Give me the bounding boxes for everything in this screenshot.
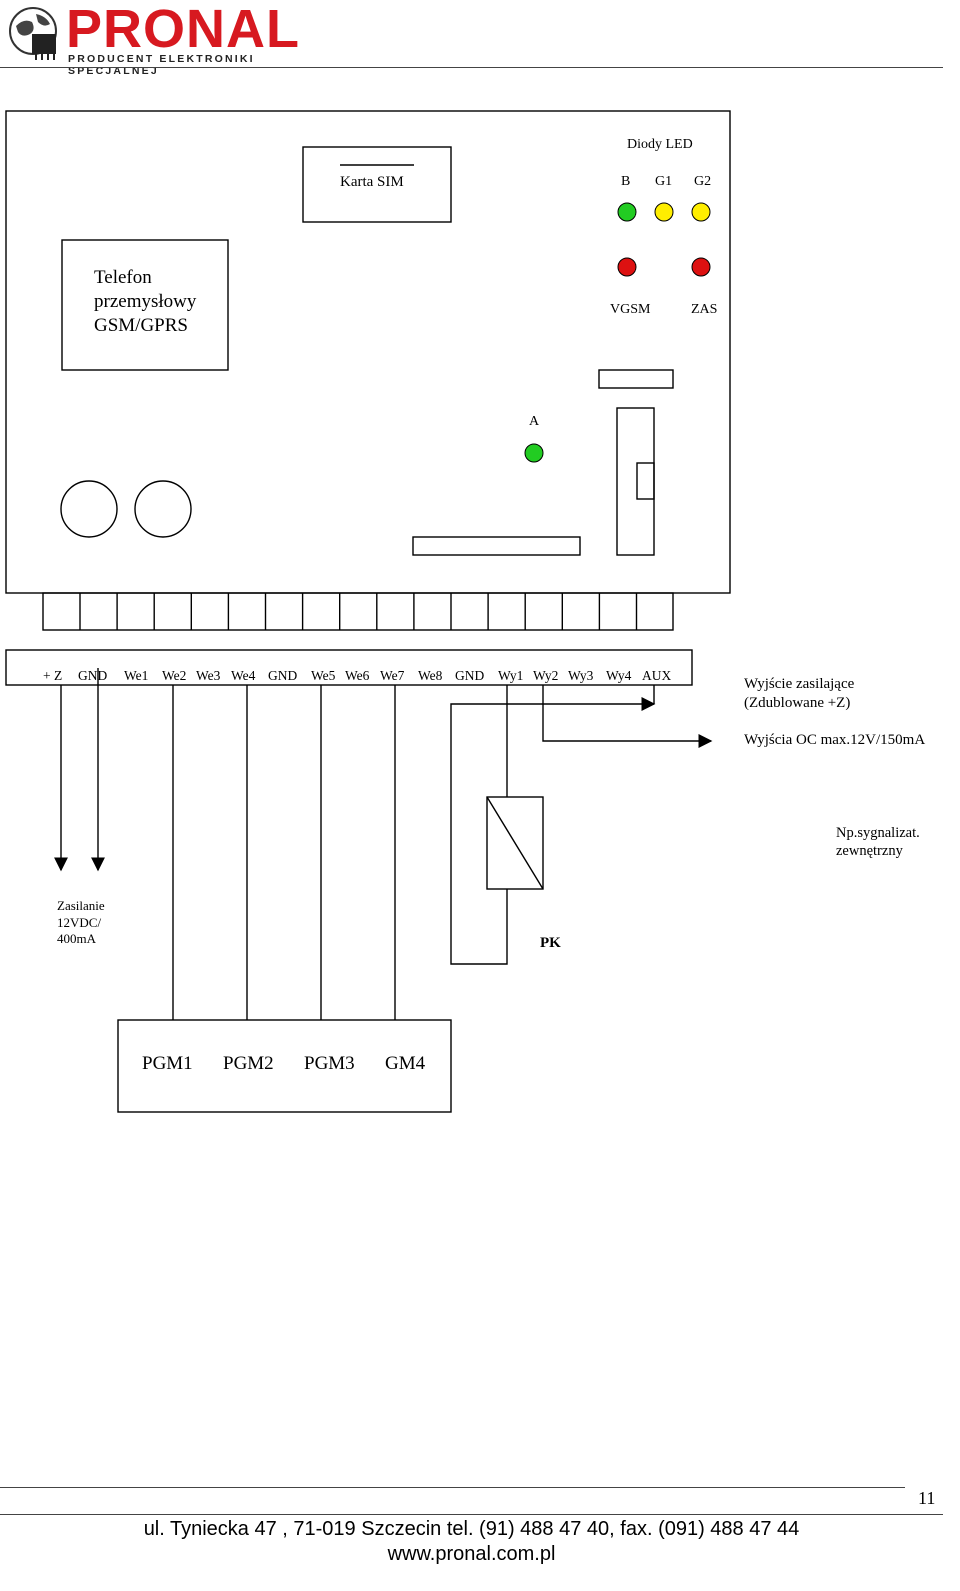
pgm-label-3: PGM3: [304, 1053, 355, 1074]
power-output-note: Wyjście zasilające (Zdublowane +Z): [744, 675, 854, 713]
signaller-line-2: zewnętrzny: [836, 843, 903, 859]
led-zas: [691, 257, 711, 277]
led-label-b: B: [621, 174, 631, 189]
brand-name: PRONAL: [66, 0, 300, 59]
round-button-left: [60, 480, 118, 538]
led-title: Diody LED: [627, 137, 693, 152]
supply-note: Zasilanie 12VDC/ 400mA: [57, 898, 105, 948]
terminal-label: We8: [418, 668, 443, 683]
terminal-label: We3: [196, 668, 221, 683]
terminal-label: We1: [124, 668, 149, 683]
led-a: [524, 443, 544, 463]
pgm-label-4: GM4: [385, 1053, 426, 1074]
gsm-label-line-1: Telefon: [94, 267, 152, 288]
relay-label: PK: [540, 935, 561, 951]
terminal-block: [42, 592, 674, 631]
terminal-label: GND: [268, 668, 298, 683]
globe-chip-icon: [9, 7, 57, 60]
footer-rule: [0, 1487, 905, 1488]
supply-line-1: Zasilanie: [57, 898, 105, 913]
led-label-zas: ZAS: [691, 302, 718, 317]
connector-vertical: [616, 407, 655, 556]
terminal-label: Wy3: [568, 668, 594, 683]
led-label-g2: G2: [694, 174, 712, 189]
gsm-label-line-2: przemysłowy: [94, 291, 197, 312]
gsm-label-line-3: GSM/GPRS: [94, 315, 188, 336]
terminal-label: We7: [380, 668, 405, 683]
terminal-label: We2: [162, 668, 187, 683]
signaller-note: Np.sygnalizat. zewnętrzny: [836, 824, 920, 860]
connector-small: [598, 369, 674, 389]
header-rule: [0, 67, 943, 68]
sim-slot: [302, 146, 452, 223]
led-g2: [691, 202, 711, 222]
brand-tagline: PRODUCENT ELEKTRONIKI SPECJALNEJ: [68, 53, 255, 77]
supply-line-2: 12VDC/: [57, 914, 102, 930]
terminal-label: GND: [78, 668, 108, 683]
terminal-label: Wy1: [498, 668, 524, 683]
footer-address: ul. Tyniecka 47 , 71-019 Szczecin tel. (…: [143, 1518, 800, 1540]
led-b: [617, 202, 637, 222]
footer-website: www.pronal.com.pl: [387, 1543, 556, 1565]
relay-pk: [486, 796, 544, 890]
gsm-module: [61, 239, 229, 371]
gsm-module-label: Telefon przemysłowy GSM/GPRS: [94, 266, 196, 338]
sim-label: Karta SIM: [340, 174, 404, 190]
terminal-label: We4: [231, 668, 256, 683]
terminal-label: + Z: [43, 668, 63, 683]
led-label-vgsm: VGSM: [610, 302, 651, 317]
terminal-label: Wy4: [606, 668, 632, 683]
terminal-label: Wy2: [533, 668, 559, 683]
pgm-label-1: PGM1: [142, 1053, 193, 1074]
terminal-label: We5: [311, 668, 336, 683]
terminal-label: GND: [455, 668, 485, 683]
terminal-label: We6: [345, 668, 370, 683]
power-output-line-1: Wyjście zasilające: [744, 676, 855, 692]
logo: PRONAL PRODUCENT ELEKTRONIKI SPECJALNEJ: [6, 0, 336, 77]
led-label-a: A: [529, 414, 540, 429]
round-button-right: [134, 480, 192, 538]
pgm-box: [117, 1019, 452, 1113]
page-number: 11: [918, 1488, 936, 1508]
terminal-label: AUX: [642, 668, 672, 683]
led-g1: [654, 202, 674, 222]
pgm-label-2: PGM2: [223, 1053, 274, 1074]
led-vgsm: [617, 257, 637, 277]
connector-horizontal: [412, 536, 581, 556]
footer-rule-lower: [0, 1514, 943, 1515]
led-label-g1: G1: [655, 174, 673, 189]
oc-outputs-note: Wyjścia OC max.12V/150mA: [744, 732, 926, 748]
signaller-line-1: Np.sygnalizat.: [836, 825, 920, 841]
power-output-line-2: (Zdublowane +Z): [744, 695, 851, 711]
supply-line-3: 400mA: [57, 931, 96, 946]
terminal-label-strip: [5, 649, 693, 686]
